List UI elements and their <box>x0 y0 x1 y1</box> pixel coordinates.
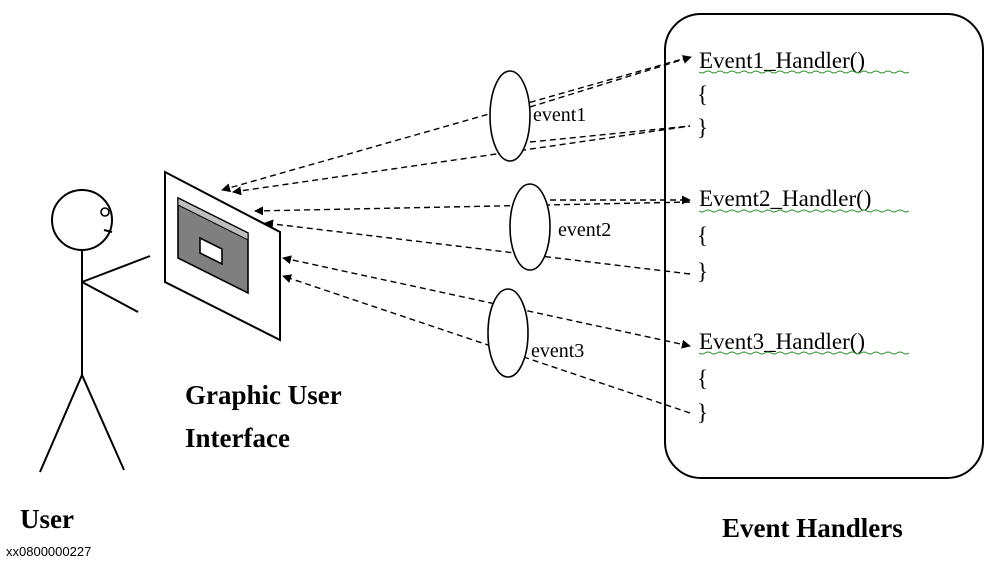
event2-oval <box>509 183 551 271</box>
event1-oval <box>489 70 531 162</box>
event3-dispatch-line <box>282 255 691 349</box>
event1-open-brace: { <box>697 82 708 107</box>
event1-arrow-to-handler <box>529 55 692 108</box>
figure-id-caption: xx0800000227 <box>6 544 91 559</box>
event2-spellcheck-underline <box>698 209 910 213</box>
gui-dialog <box>199 236 223 266</box>
event2-handler-name: Evemt2_Handler() <box>699 186 871 211</box>
user-leg-left <box>39 374 83 473</box>
user-leg-right <box>81 374 125 471</box>
user-mouth <box>103 229 113 233</box>
user-arm-upper <box>81 255 151 283</box>
event1-handler-name: Event1_Handler() <box>699 48 865 73</box>
event1-label: event1 <box>533 104 586 126</box>
user-head <box>51 189 113 251</box>
event2-dispatch-line <box>254 201 691 216</box>
event1-spellcheck-underline <box>698 70 910 74</box>
event-handlers-label: Event Handlers <box>722 513 903 543</box>
event2-group: event2 Evemt2_Handler() { } <box>254 183 910 284</box>
user-eye <box>100 207 110 217</box>
user-arm-lower <box>81 281 139 313</box>
event3-handler-name: Event3_Handler() <box>699 329 865 354</box>
event1-group: event1 Event1_Handler() { } <box>221 48 910 196</box>
event1-close-brace: } <box>697 115 708 140</box>
event2-close-brace: } <box>697 259 708 284</box>
gui-label-line2: Interface <box>185 423 290 453</box>
event2-label: event2 <box>558 219 611 241</box>
event3-spellcheck-underline <box>698 351 910 355</box>
event3-oval <box>487 288 529 378</box>
event1-dispatch-line <box>221 55 694 193</box>
event3-group: event3 Event3_Handler() { } <box>282 255 910 425</box>
event3-close-brace: } <box>697 400 708 425</box>
gui-window <box>164 170 281 342</box>
user-label: User <box>20 504 74 534</box>
event2-return-line <box>264 219 691 275</box>
user-stick-figure <box>39 189 151 473</box>
event3-label: event3 <box>531 340 584 362</box>
event3-open-brace: { <box>697 366 708 391</box>
gui-label-line1: Graphic User <box>185 380 342 410</box>
event1-return-line <box>232 125 691 196</box>
event3-return-line <box>282 274 691 414</box>
event2-open-brace: { <box>697 223 708 248</box>
gui-title-bar <box>177 197 249 241</box>
event-handlers-box <box>664 13 984 479</box>
